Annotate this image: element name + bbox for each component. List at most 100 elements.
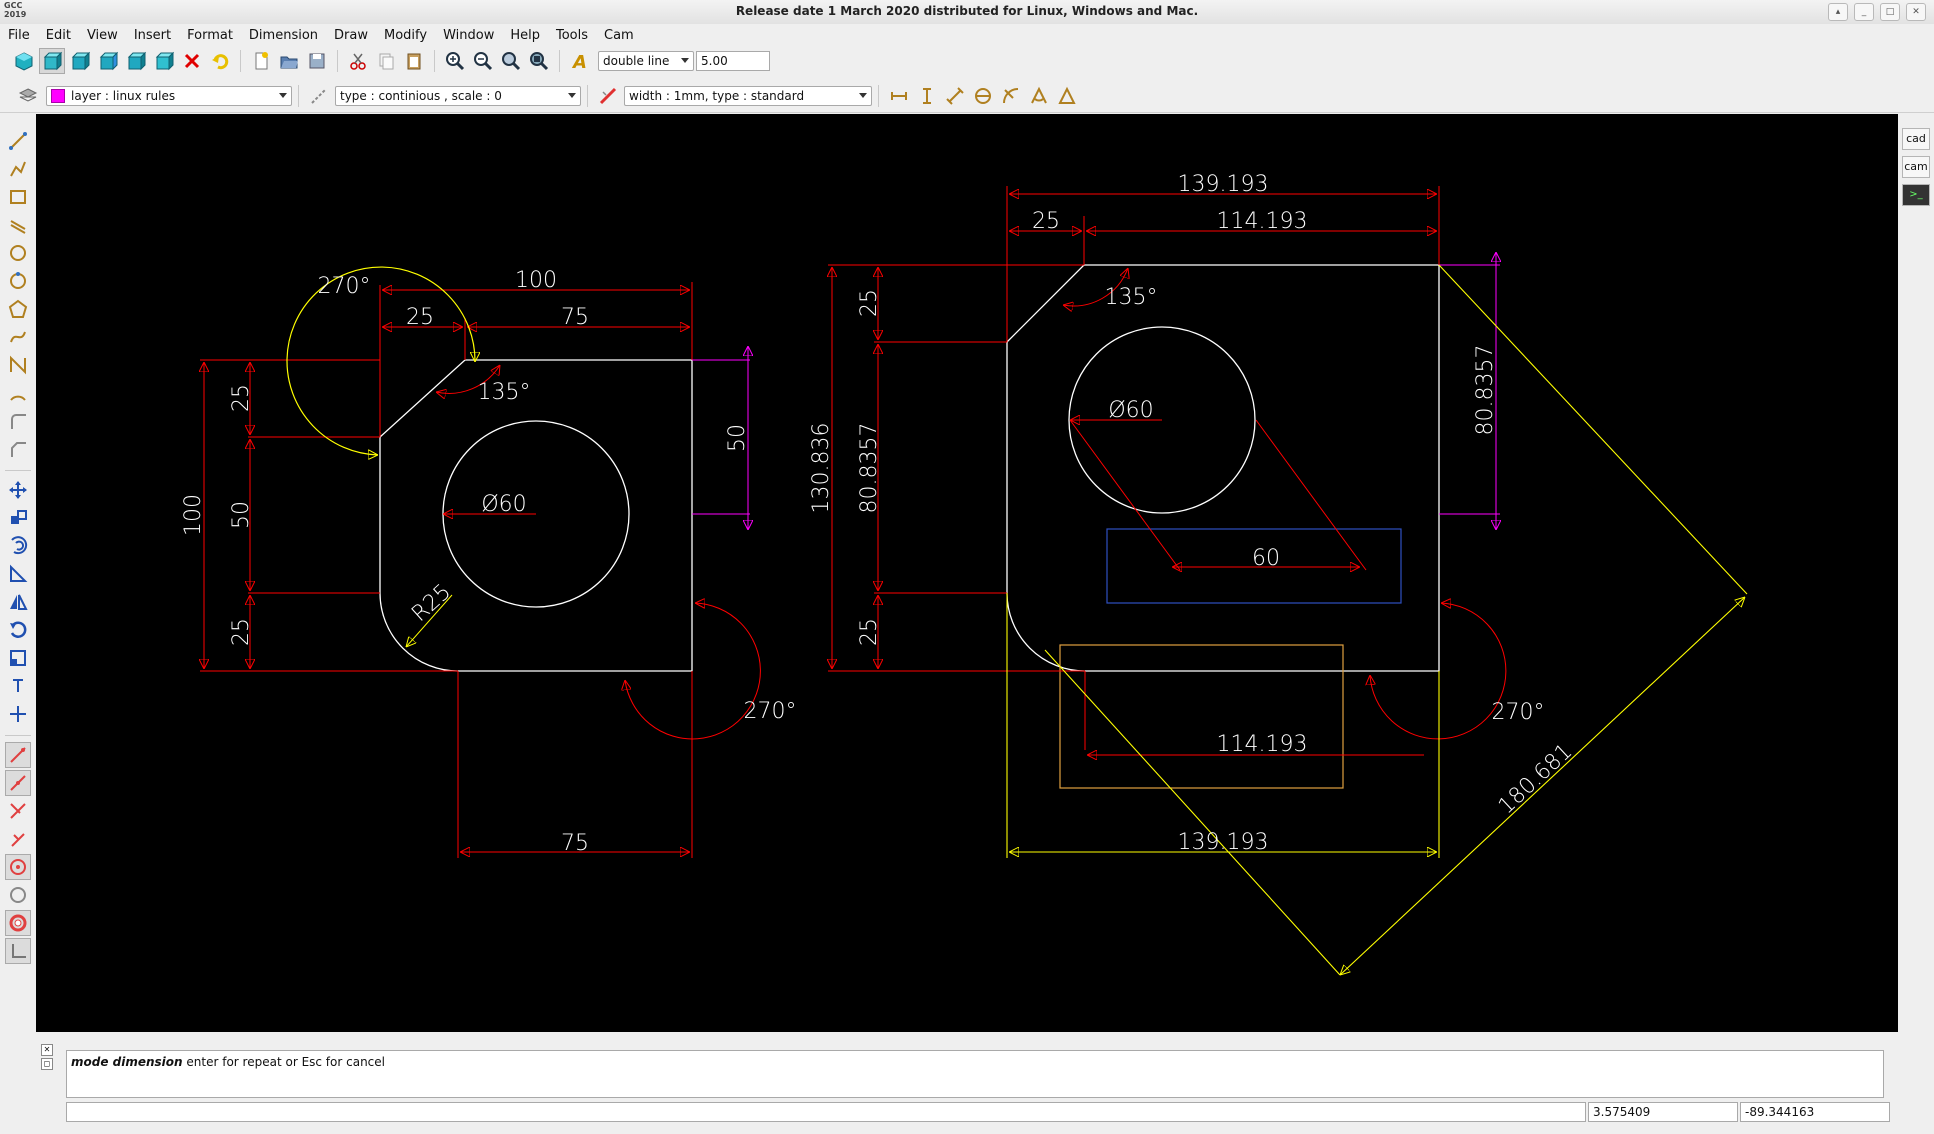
right-angle-270[interactable]: 270° [1492, 700, 1545, 725]
rectangle-tool-icon[interactable] [5, 184, 31, 210]
snap-quadrant-icon[interactable] [5, 910, 31, 936]
left-dim-left-25a[interactable]: 25 [229, 384, 254, 412]
new-file-icon[interactable] [248, 48, 274, 74]
menu-dimension[interactable]: Dimension [248, 27, 319, 43]
zoom-window-icon[interactable] [498, 48, 524, 74]
right-diameter-label[interactable]: Ø60 [1108, 398, 1153, 423]
mirror-tool-icon[interactable] [5, 589, 31, 615]
offset-tool-icon[interactable] [5, 533, 31, 559]
menu-cam[interactable]: Cam [604, 27, 634, 43]
stretch-tool-icon[interactable] [5, 645, 31, 671]
right-dim-114-inner[interactable]: 114.193 [1217, 732, 1308, 757]
view-side-icon[interactable] [95, 48, 121, 74]
right-dim-left-80[interactable]: 80.8357 [857, 423, 882, 514]
snap-center-icon[interactable] [5, 854, 31, 880]
left-dim-bottom-75[interactable]: 75 [561, 831, 589, 856]
dim-vertical-icon[interactable] [914, 83, 940, 109]
right-part[interactable]: 139.193 25 114.193 130.836 25 80.8357 25… [809, 172, 1748, 975]
console-close-icon[interactable]: ✕ [41, 1044, 53, 1056]
left-angle-270-bottom[interactable]: 270° [744, 699, 797, 724]
view-right-icon[interactable] [123, 48, 149, 74]
dock-tab-cam[interactable]: cam [1902, 156, 1930, 178]
copy-icon[interactable] [373, 48, 399, 74]
circle-3p-tool-icon[interactable] [5, 268, 31, 294]
dim-arc-icon[interactable] [1054, 83, 1080, 109]
spline-tool-icon[interactable] [5, 324, 31, 350]
layer-select[interactable]: layer : linux rules [46, 86, 292, 106]
left-dim-left-total[interactable]: 100 [181, 494, 206, 536]
menu-format[interactable]: Format [187, 27, 233, 43]
menu-file[interactable]: File [8, 27, 30, 43]
linetype-select[interactable]: type : continious , scale : 0 [335, 86, 581, 106]
lineweight-select[interactable]: width : 1mm, type : standard [624, 86, 872, 106]
left-dim-right-50[interactable]: 50 [725, 424, 750, 452]
snap-tangent-icon[interactable] [5, 882, 31, 908]
left-dim-left-25b[interactable]: 25 [229, 618, 254, 646]
dim-angle-icon[interactable] [1026, 83, 1052, 109]
view-front-icon[interactable] [67, 48, 93, 74]
copy-tool-icon[interactable] [5, 505, 31, 531]
minimize-button[interactable]: _ [1854, 3, 1874, 21]
left-diameter-label[interactable]: Ø60 [481, 492, 526, 517]
terminal-icon[interactable]: >_ [1902, 184, 1930, 206]
move-tool-icon[interactable] [5, 477, 31, 503]
menu-view[interactable]: View [86, 27, 118, 43]
dock-tab-cad[interactable]: cad [1902, 128, 1930, 150]
cut-icon[interactable] [345, 48, 371, 74]
left-part[interactable]: 100 25 75 100 25 50 25 50 75 270° 135° 2… [181, 266, 797, 858]
right-angle-135[interactable]: 135° [1105, 285, 1158, 310]
snap-intersection-icon[interactable] [5, 798, 31, 824]
trim-tool-icon[interactable] [5, 673, 31, 699]
left-dim-top-25[interactable]: 25 [406, 305, 434, 330]
snap-perpendicular-icon[interactable] [5, 826, 31, 852]
menu-window[interactable]: Window [443, 27, 495, 43]
extend-tool-icon[interactable] [5, 701, 31, 727]
linetype-icon[interactable] [306, 83, 332, 109]
right-hole-circle[interactable] [1068, 326, 1256, 514]
right-dim-left-25a[interactable]: 25 [857, 289, 882, 317]
scale-tool-icon[interactable] [5, 561, 31, 587]
polyline-tool-icon[interactable] [5, 156, 31, 182]
bezier-tool-icon[interactable] [5, 352, 31, 378]
delete-icon[interactable] [179, 48, 205, 74]
dim-diameter-icon[interactable] [970, 83, 996, 109]
right-dim-left-total[interactable]: 130.836 [809, 423, 834, 514]
line-style-select[interactable]: double line [598, 51, 694, 71]
snap-endpoint-icon[interactable] [5, 742, 31, 768]
left-dim-left-50[interactable]: 50 [229, 501, 254, 529]
left-angle-135[interactable]: 135° [478, 380, 531, 405]
menu-edit[interactable]: Edit [45, 27, 71, 43]
text-style-icon[interactable]: A [567, 48, 593, 74]
menu-insert[interactable]: Insert [133, 27, 172, 43]
right-dim-left-25b[interactable]: 25 [857, 618, 882, 646]
left-radius-label[interactable]: R25 [407, 579, 456, 627]
right-dim-bottom-139[interactable]: 139.193 [1178, 830, 1269, 855]
zoom-all-icon[interactable] [526, 48, 552, 74]
chamfer-tool-icon[interactable] [5, 436, 31, 462]
right-blue-box[interactable] [1106, 528, 1402, 604]
lineweight-icon[interactable] [595, 83, 621, 109]
line-tool-icon[interactable] [5, 128, 31, 154]
right-dim-top-114[interactable]: 114.193 [1217, 209, 1308, 234]
right-dim-right-80[interactable]: 80.8357 [1473, 345, 1498, 436]
shade-button[interactable]: ▴ [1828, 3, 1848, 21]
zoom-out-icon[interactable] [470, 48, 496, 74]
polygon-tool-icon[interactable] [5, 296, 31, 322]
right-part-outline[interactable] [1006, 264, 1440, 672]
right-orange-box[interactable] [1059, 644, 1344, 789]
menu-help[interactable]: Help [510, 27, 540, 43]
left-angle-270-top[interactable]: 270° [318, 274, 371, 299]
view-top-icon[interactable] [39, 48, 65, 74]
circle-tool-icon[interactable] [5, 240, 31, 266]
dim-radius-icon[interactable] [998, 83, 1024, 109]
dim-aligned-icon[interactable] [942, 83, 968, 109]
save-icon[interactable] [304, 48, 330, 74]
line-value-input[interactable]: 5.00 [696, 51, 770, 71]
view-bottom-icon[interactable] [151, 48, 177, 74]
menu-modify[interactable]: Modify [384, 27, 428, 43]
zoom-in-icon[interactable] [442, 48, 468, 74]
right-dim-top-25[interactable]: 25 [1032, 209, 1060, 234]
dim-linear-icon[interactable] [886, 83, 912, 109]
right-dim-60[interactable]: 60 [1252, 546, 1280, 571]
left-dim-top-total[interactable]: 100 [515, 268, 557, 293]
